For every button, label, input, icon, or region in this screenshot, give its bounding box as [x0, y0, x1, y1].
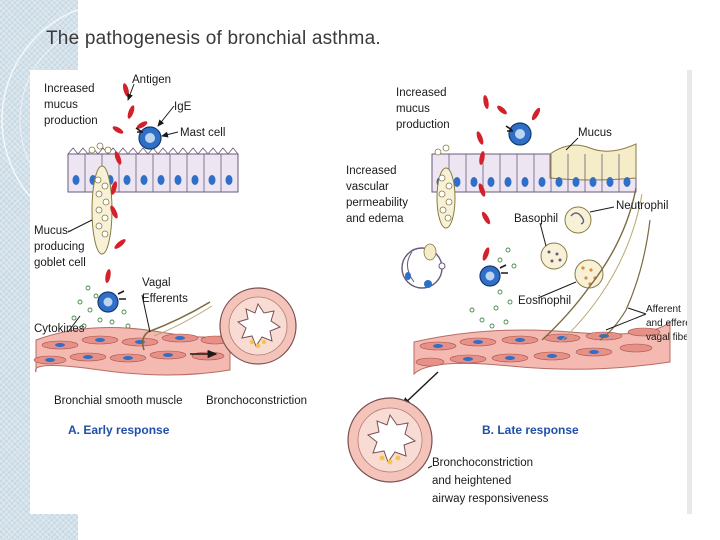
arrow-to-constriction-b	[400, 371, 439, 407]
label-goblet-3: goblet cell	[34, 257, 86, 269]
caption-early-response: A. Early response	[68, 423, 170, 437]
label-vascular-4: and edema	[346, 213, 404, 225]
smooth-muscle-a	[33, 301, 231, 376]
blood-vessel-b	[401, 243, 446, 289]
antigens-b	[476, 95, 541, 261]
label-bronchoconstriction-b-2: and heightened	[432, 475, 511, 487]
label-bronchoconstriction-a: Bronchoconstriction	[206, 395, 307, 407]
label-mast-cell: Mast cell	[180, 127, 225, 139]
label-vascular-1: Increased	[346, 165, 397, 177]
label-afferent-3: vagal fibers	[646, 332, 690, 343]
label-increased-mucus-b-2: mucus	[396, 103, 430, 115]
label-vagal-2: Efferents	[142, 293, 188, 305]
cytokines-a	[71, 285, 131, 335]
label-goblet-2: producing	[34, 241, 85, 253]
label-increased-mucus-a-3: production	[44, 115, 98, 127]
eosinophil-cell	[574, 259, 604, 289]
vagal-fibers-b	[541, 187, 651, 343]
mast-cell-b-top	[505, 122, 532, 146]
basophil-cell	[540, 242, 568, 270]
caption-late-response: B. Late response	[482, 423, 579, 437]
goblet-cell-b	[434, 144, 456, 229]
label-bronchoconstriction-b-3: airway responsiveness	[432, 493, 549, 505]
cytokines-b	[469, 247, 517, 329]
airway-cross-section-a	[219, 287, 297, 365]
goblet-cell-a	[88, 142, 113, 255]
panel-a-early-response: Increased mucus production Antigen IgE M…	[33, 74, 307, 437]
epithelium-a	[67, 147, 239, 193]
label-basophil: Basophil	[514, 213, 558, 225]
leader-lines-b	[427, 137, 647, 469]
label-bronchoconstriction-b-1: Bronchoconstriction	[432, 457, 533, 469]
label-vascular-3: permeability	[346, 197, 408, 209]
leader-lines-a	[67, 83, 179, 333]
panel-b-late-response: Increased mucus production Mucus Increas…	[346, 87, 699, 505]
antigens-a	[110, 83, 148, 249]
label-increased-mucus-a-2: mucus	[44, 99, 78, 111]
decorative-arcs	[1, 1, 200, 200]
label-bronchial-smooth-muscle: Bronchial smooth muscle	[54, 395, 182, 407]
mast-cell-b-bottom	[479, 264, 508, 287]
label-neutrophil: Neutrophil	[616, 200, 668, 212]
pathogenesis-diagram: Increased mucus production Antigen IgE M…	[33, 74, 699, 505]
label-afferent-2: and efferent	[646, 318, 690, 329]
neutrophil-cell	[564, 206, 592, 234]
label-vascular-2: vascular	[346, 181, 389, 193]
label-eosinophil: Eosinophil	[518, 295, 571, 307]
label-vagal-1: Vagal	[142, 277, 171, 289]
figure-right-edge	[687, 70, 692, 514]
epithelium-b	[431, 143, 637, 193]
slide-title: The pathogenesis of bronchial asthma.	[46, 28, 381, 49]
label-goblet-1: Mucus-	[34, 225, 72, 237]
mast-cell-a-top	[135, 126, 162, 150]
smooth-muscle-b	[413, 320, 671, 376]
label-ige: IgE	[174, 101, 192, 113]
airway-cross-section-b	[347, 397, 433, 483]
label-afferent-1: Afferent	[646, 304, 681, 315]
asthma-figure: Increased mucus production Antigen IgE M…	[30, 70, 699, 514]
mast-cell-a-bottom	[97, 269, 126, 313]
label-increased-mucus-b-3: production	[396, 119, 450, 131]
label-increased-mucus-b-1: Increased	[396, 87, 447, 99]
label-antigen: Antigen	[132, 74, 171, 86]
label-mucus: Mucus	[578, 127, 612, 139]
label-increased-mucus-a-1: Increased	[44, 83, 95, 95]
label-cytokines: Cytokines	[34, 323, 85, 335]
